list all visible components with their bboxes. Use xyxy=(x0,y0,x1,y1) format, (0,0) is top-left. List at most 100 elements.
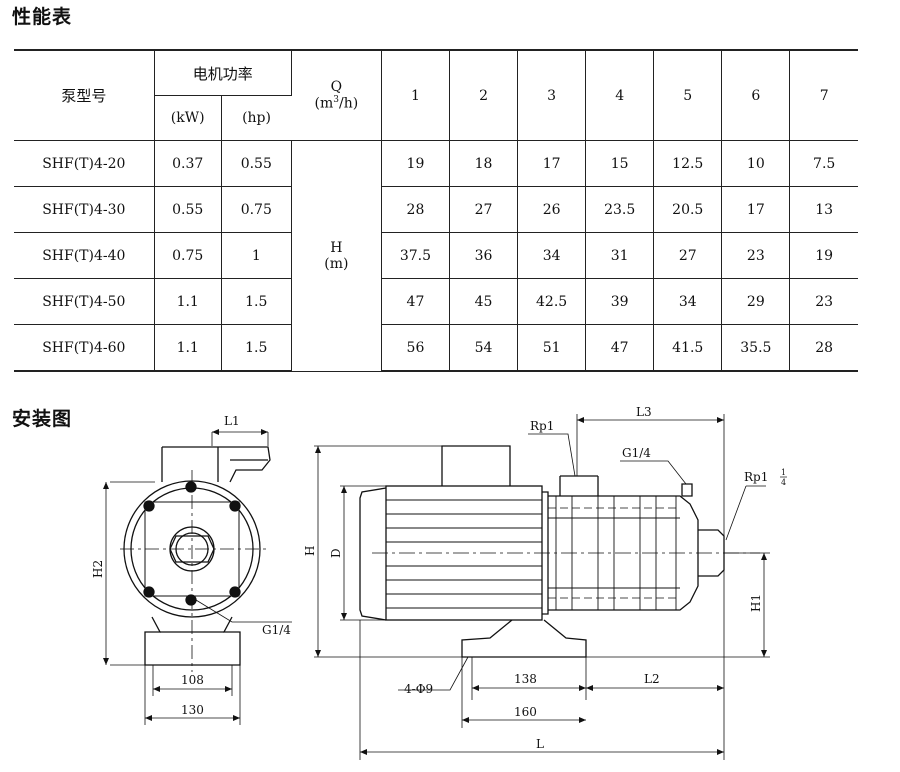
head-cell: 23 xyxy=(721,232,791,279)
rp114-fraction-den: 4 xyxy=(781,478,786,487)
motor-power-header: 电机功率 xyxy=(154,49,292,96)
table-row: SHF(T)4-60 1.1 1.5 56 54 51 47 41.5 35.5… xyxy=(14,324,858,372)
head-cell: 47 xyxy=(585,324,655,372)
installation-drawing: L1 H2 G1/4 108 130 xyxy=(91,405,787,760)
head-cell: 19 xyxy=(381,140,450,187)
head-cell: 36 xyxy=(449,232,519,279)
model-cell: SHF(T)4-40 xyxy=(14,232,155,279)
performance-table-heading: 性能表 xyxy=(12,6,73,28)
model-cell: SHF(T)4-60 xyxy=(14,324,155,372)
head-cell: 47 xyxy=(381,278,450,325)
head-cell: 54 xyxy=(449,324,519,372)
head-cell: 29 xyxy=(721,278,791,325)
head-label-cell: H (m) xyxy=(291,140,382,372)
head-cell: 39 xyxy=(585,278,655,325)
table-row: SHF(T)4-30 0.55 0.75 28 27 26 23.5 20.5 … xyxy=(14,186,858,233)
table-row: SHF(T)4-40 0.75 1 37.5 36 34 31 27 23 19 xyxy=(14,232,858,279)
q-col-1: 1 xyxy=(381,49,450,141)
pump-end-view xyxy=(120,446,271,672)
head-cell: 23 xyxy=(789,278,858,325)
kw-cell: 1.1 xyxy=(154,324,222,372)
dim-160-label: 160 xyxy=(514,705,537,719)
hp-cell: 0.75 xyxy=(221,186,292,233)
head-cell: 23.5 xyxy=(585,186,655,233)
head-cell: 13 xyxy=(789,186,858,233)
head-cell: 56 xyxy=(381,324,450,372)
head-cell: 26 xyxy=(517,186,587,233)
head-cell: 41.5 xyxy=(653,324,723,372)
kw-unit-header: (kW) xyxy=(154,95,222,141)
head-cell: 12.5 xyxy=(653,140,723,187)
dim-130-label: 130 xyxy=(181,703,204,717)
flow-header: Q (m3/h) xyxy=(291,49,382,141)
g14-label-right: G1/4 xyxy=(622,446,651,460)
dim-138-label: 138 xyxy=(514,672,537,686)
head-cell: 37.5 xyxy=(381,232,450,279)
kw-cell: 0.55 xyxy=(154,186,222,233)
kw-cell: 0.37 xyxy=(154,140,222,187)
kw-cell: 1.1 xyxy=(154,278,222,325)
l2-label: L2 xyxy=(644,672,660,686)
hp-cell: 1.5 xyxy=(221,278,292,325)
q-col-3: 3 xyxy=(517,49,587,141)
h2-label: H2 xyxy=(91,560,105,578)
head-cell: 51 xyxy=(517,324,587,372)
head-cell: 28 xyxy=(789,324,858,372)
model-cell: SHF(T)4-30 xyxy=(14,186,155,233)
q-col-7: 7 xyxy=(789,49,858,141)
holes-label: 4-Φ9 xyxy=(404,682,433,696)
head-cell: 31 xyxy=(585,232,655,279)
q-col-6: 6 xyxy=(721,49,791,141)
installation-drawing-heading: 安装图 xyxy=(12,408,73,430)
hp-cell: 1.5 xyxy=(221,324,292,372)
h-label: H xyxy=(303,546,317,556)
head-cell: 45 xyxy=(449,278,519,325)
model-cell: SHF(T)4-50 xyxy=(14,278,155,325)
head-cell: 27 xyxy=(449,186,519,233)
l1-label: L1 xyxy=(224,414,240,428)
performance-table: 泵型号 电机功率 Q (m3/h) 1 2 3 4 5 6 7 (kW) (hp… xyxy=(14,49,858,372)
head-cell: 20.5 xyxy=(653,186,723,233)
q-col-4: 4 xyxy=(585,49,655,141)
flow-label: Q xyxy=(330,79,343,96)
hp-unit-header: (hp) xyxy=(221,95,292,141)
hp-cell: 1 xyxy=(221,232,292,279)
g14-label-left: G1/4 xyxy=(262,623,291,637)
head-unit: (m) xyxy=(324,255,349,272)
head-label: H xyxy=(330,239,343,256)
flow-unit: (m3/h) xyxy=(314,95,359,112)
model-header: 泵型号 xyxy=(14,49,155,141)
table-row: SHF(T)4-20 0.37 0.55 H (m) 19 18 17 15 1… xyxy=(14,140,858,372)
head-cell: 19 xyxy=(789,232,858,279)
l-label: L xyxy=(536,737,544,751)
head-cell: 15 xyxy=(585,140,655,187)
l3-label: L3 xyxy=(636,405,652,419)
head-cell: 27 xyxy=(653,232,723,279)
holes-leader xyxy=(398,656,469,691)
head-cell: 7.5 xyxy=(789,140,858,187)
q-col-5: 5 xyxy=(653,49,723,141)
head-cell: 28 xyxy=(381,186,450,233)
head-cell: 17 xyxy=(517,140,587,187)
rp114-label: Rp1 xyxy=(744,470,768,484)
kw-cell: 0.75 xyxy=(154,232,222,279)
hp-cell: 0.55 xyxy=(221,140,292,187)
d-label: D xyxy=(329,548,343,558)
model-cell: SHF(T)4-20 xyxy=(14,140,155,187)
head-cell: 42.5 xyxy=(517,278,587,325)
head-cell: 34 xyxy=(653,278,723,325)
rp1-leader xyxy=(528,433,576,477)
pump-side-view xyxy=(359,445,760,658)
g14-leader-left xyxy=(195,599,292,623)
rp1-label: Rp1 xyxy=(530,419,554,433)
rp114-leader xyxy=(725,485,766,541)
head-cell: 35.5 xyxy=(721,324,791,372)
head-cell: 18 xyxy=(449,140,519,187)
head-cell: 17 xyxy=(721,186,791,233)
h1-label: H1 xyxy=(749,594,763,612)
head-cell: 10 xyxy=(721,140,791,187)
q-col-2: 2 xyxy=(449,49,519,141)
dim-108-label: 108 xyxy=(181,673,204,687)
g14-leader-right xyxy=(620,460,687,485)
table-row: SHF(T)4-50 1.1 1.5 47 45 42.5 39 34 29 2… xyxy=(14,278,858,325)
